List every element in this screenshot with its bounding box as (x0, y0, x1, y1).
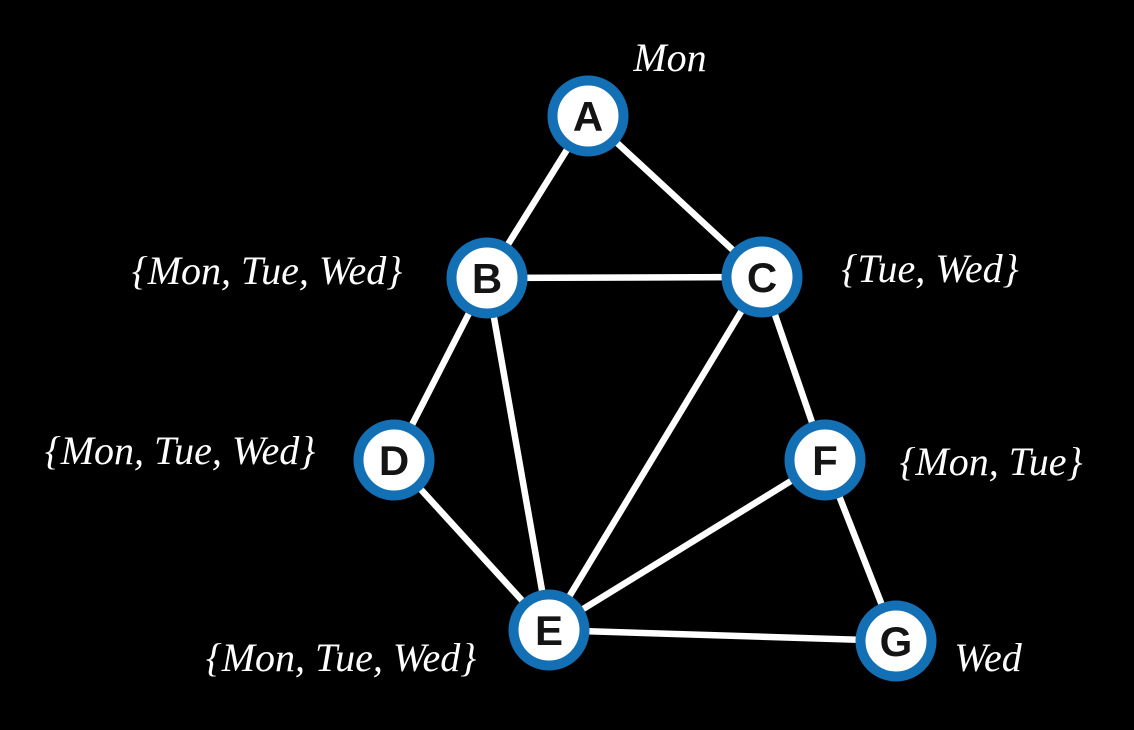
node-C-circle (721, 236, 803, 318)
label-C-domain: {Tue, Wed} (841, 246, 1018, 291)
node-D-letter: D (379, 437, 409, 484)
node-G-circle (855, 600, 937, 682)
edge-B-C (486, 273, 763, 282)
node-A-letter: A (573, 93, 603, 140)
node-F-circle (784, 419, 866, 501)
node-B: B (446, 237, 528, 319)
label-D-domain: {Mon, Tue, Wed} (45, 428, 316, 473)
node-G-letter: G (880, 618, 913, 665)
node-G: G (855, 600, 937, 682)
node-A: A (547, 75, 629, 157)
edge-E-G (548, 626, 897, 645)
label-E-domain: {Mon, Tue, Wed} (206, 635, 477, 680)
node-E-circle (508, 589, 590, 671)
nodes-layer: A B C D E F G (353, 75, 937, 682)
node-D-circle (353, 419, 435, 501)
node-A-circle (547, 75, 629, 157)
label-G-domain: Wed (954, 635, 1022, 680)
edge-C-E (546, 275, 765, 632)
edge-E-F (547, 457, 827, 633)
label-F-domain: {Mon, Tue} (899, 439, 1082, 484)
node-F: F (784, 419, 866, 501)
labels-layer: Mon {Mon, Tue, Wed} {Tue, Wed} {Mon, Tue, W… (45, 35, 1083, 680)
node-C-letter: C (747, 254, 777, 301)
edge-B-E (483, 277, 553, 631)
node-F-letter: F (812, 437, 838, 484)
node-E-letter: E (535, 607, 563, 654)
edges-layer (391, 113, 900, 645)
node-B-circle (446, 237, 528, 319)
node-B-letter: B (472, 255, 502, 302)
node-E: E (508, 589, 590, 671)
node-C: C (721, 236, 803, 318)
label-B-domain: {Mon, Tue, Wed} (132, 248, 403, 293)
label-A-domain: Mon (632, 35, 706, 80)
node-D: D (353, 419, 435, 501)
